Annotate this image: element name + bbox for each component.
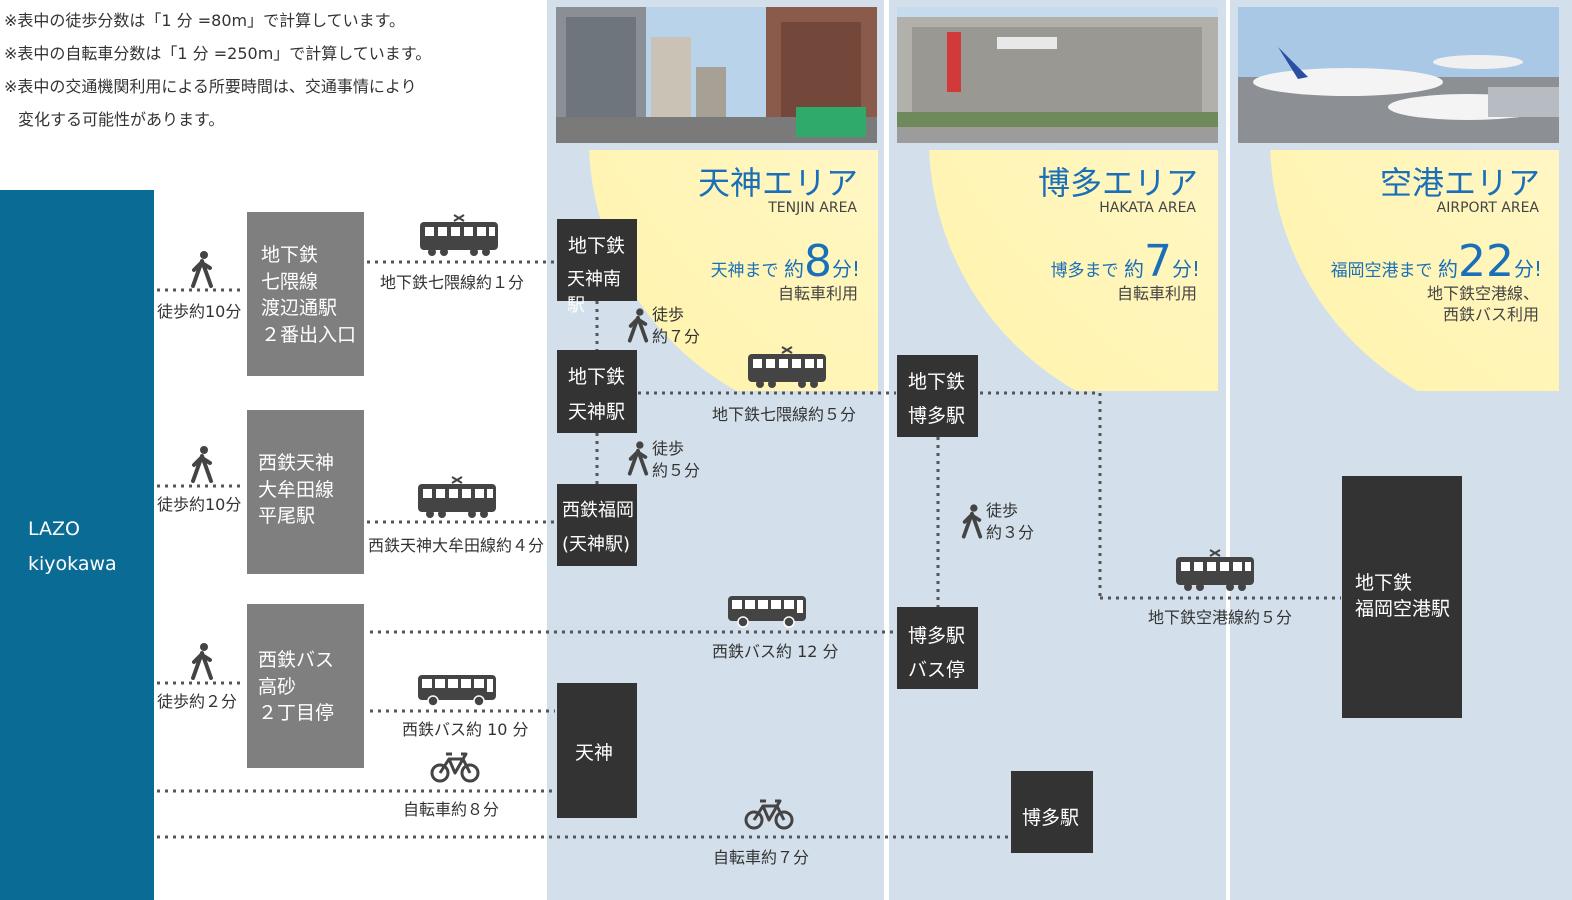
station-hakata-l1: 地下鉄 (908, 367, 965, 394)
station-takasago-l1: 西鉄バス (258, 647, 334, 674)
station-takasago: 西鉄バス 高砂 ２丁目停 (247, 604, 364, 768)
nanakuma1-label: 地下鉄七隈線約１分 (380, 269, 524, 293)
station-hirao-l3: 平尾駅 (258, 503, 334, 530)
train-icon (1174, 548, 1256, 592)
walker-icon (626, 307, 650, 343)
walk-label-3: 徒歩約２分 (157, 688, 237, 712)
station-watanabe-l2: 七隈線 (261, 269, 356, 296)
walk-label-1: 徒歩約10分 (157, 298, 241, 322)
walk5-label-a: 徒歩 (652, 438, 700, 460)
destination-hakata: 博多駅 (1011, 771, 1093, 853)
bike8-label: 自転車約８分 (403, 796, 499, 820)
airportline-label: 地下鉄空港線約５分 (1148, 604, 1292, 628)
walk7-label-b: 約７分 (652, 326, 700, 348)
station-watanabe: 地下鉄 七隈線 渡辺通駅 ２番出入口 (247, 212, 364, 376)
walk3-label-b: 約３分 (986, 522, 1034, 544)
station-takasago-l3: ２丁目停 (258, 700, 334, 727)
omuta-label: 西鉄天神大牟田線約４分 (368, 532, 544, 556)
bus12-label: 西鉄バス約 12 分 (712, 638, 839, 662)
station-nishitetsu-fukuoka: 西鉄福岡 (天神駅) (557, 484, 637, 566)
station-hirao: 西鉄天神 大牟田線 平尾駅 (247, 410, 364, 574)
station-tenjin: 地下鉄 天神駅 (557, 350, 637, 433)
walker-icon (960, 503, 984, 539)
walker-icon (626, 440, 650, 476)
station-hakata: 地下鉄 博多駅 (897, 355, 978, 437)
walk7-label-a: 徒歩 (652, 304, 700, 326)
train-icon (418, 213, 500, 257)
station-airport-l1: 地下鉄 (1355, 568, 1412, 595)
station-hakata-bus: 博多駅 バス停 (897, 607, 978, 689)
walk5-label-b: 約５分 (652, 460, 700, 482)
destination-tenjin-label: 天神 (575, 738, 613, 765)
walk-label-2: 徒歩約10分 (157, 491, 241, 515)
walker-icon (189, 445, 215, 483)
station-hirao-l1: 西鉄天神 (258, 450, 334, 477)
station-hirao-l2: 大牟田線 (258, 477, 334, 504)
bus10-label: 西鉄バス約 10 分 (402, 716, 529, 740)
station-hakata-l2: 博多駅 (908, 401, 965, 428)
station-takasago-l2: 高砂 (258, 674, 334, 701)
station-tenjin-minami: 地下鉄 天神南駅 (557, 219, 637, 301)
train-icon (746, 345, 828, 389)
nanakuma5-label: 地下鉄七隈線約５分 (712, 401, 856, 425)
train-icon (416, 475, 498, 519)
destination-hakata-label: 博多駅 (1022, 803, 1079, 830)
station-watanabe-l4: ２番出入口 (261, 322, 356, 349)
walk7-label: 徒歩約７分 (652, 304, 700, 348)
station-nishitetsu-fukuoka-l2: (天神駅) (562, 530, 630, 556)
station-watanabe-l3: 渡辺通駅 (261, 295, 356, 322)
station-watanabe-l1: 地下鉄 (261, 242, 356, 269)
station-tenjin-l1: 地下鉄 (568, 362, 625, 389)
walker-icon (189, 250, 215, 288)
bus-icon (416, 673, 498, 707)
walker-icon (189, 642, 215, 680)
walk3-label: 徒歩約３分 (986, 500, 1034, 544)
walk3-label-a: 徒歩 (986, 500, 1034, 522)
station-airport-l2: 福岡空港駅 (1355, 594, 1450, 621)
bicycle-icon (430, 750, 480, 784)
station-nishitetsu-fukuoka-l1: 西鉄福岡 (562, 496, 634, 522)
station-hakata-bus-l2: バス停 (908, 655, 965, 682)
destination-tenjin: 天神 (557, 683, 637, 818)
walk5-label: 徒歩約５分 (652, 438, 700, 482)
station-fukuoka-airport: 地下鉄 福岡空港駅 (1342, 476, 1462, 718)
station-hakata-bus-l1: 博多駅 (908, 621, 965, 648)
station-tenjin-minami-l1: 地下鉄 (568, 231, 625, 258)
bicycle-icon (744, 797, 794, 831)
station-tenjin-l2: 天神駅 (568, 397, 625, 424)
bus-icon (726, 594, 808, 628)
bike7-label: 自転車約７分 (713, 844, 809, 868)
